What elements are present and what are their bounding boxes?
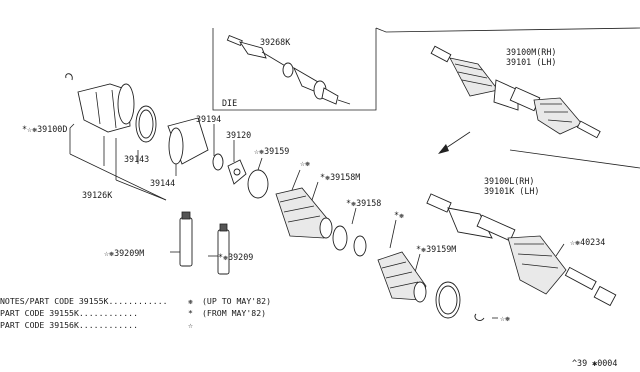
note-line-1: NOTES/PART CODE 39155K............ [0, 296, 168, 306]
direction-arrow-icon [438, 131, 471, 154]
label-39144: 39144 [150, 178, 175, 188]
inset-driveshaft-illustration [226, 34, 351, 105]
upper-driveshaft-assembly [430, 45, 601, 139]
corner-code: ^39 ✱0004 [572, 358, 617, 368]
band-39158m-illustration [332, 225, 348, 251]
label-39268k: 39268K [260, 37, 291, 47]
lower-driveshaft-assembly [426, 193, 617, 307]
label-39143: 39143 [124, 154, 149, 164]
label-39126k: 39126K [82, 190, 113, 200]
clip-illustration [474, 313, 485, 321]
boot-39155-illustration [275, 187, 333, 239]
grease-tube-39209-illustration [217, 223, 230, 275]
band-39159-illustration [247, 169, 269, 199]
boot-39157-illustration [377, 251, 427, 303]
label-39158m: *❋39158M [320, 172, 360, 182]
boot-band-39144-illustration [167, 117, 209, 165]
label-39158: *❋39158 [346, 198, 381, 208]
outer-joint-39100d-illustration [65, 73, 157, 143]
note-desc-1: (UP TO MAY'82) [202, 296, 271, 306]
label-39100d: *☆❋39100D [22, 124, 67, 134]
note-symbol-2: * [188, 308, 193, 318]
label-40234: ☆❋40234 [570, 237, 605, 247]
section-divider-line [375, 27, 640, 33]
band-39159m-illustration [435, 281, 461, 319]
label-39101: 39101 (LH) [506, 57, 556, 67]
label-39155: ☆❋ [300, 158, 310, 168]
label-39120: 39120 [226, 130, 251, 140]
label-39209m: ☆❋39209M [104, 248, 144, 258]
leader-lines-left [69, 123, 565, 319]
label-39157: *❋ [394, 210, 404, 220]
label-39159m: *❋39159M [416, 244, 456, 254]
note-symbol-3: ☆ [188, 320, 193, 330]
band-39158-illustration [353, 235, 367, 257]
inset-frame [212, 28, 377, 111]
label-39209: *❋39209 [218, 252, 253, 262]
note-line-3: PART CODE 39156K............ [0, 320, 138, 330]
note-desc-2: (FROM MAY'82) [202, 308, 266, 318]
label-die: DIE [222, 98, 237, 108]
grease-tube-39209m-illustration [179, 211, 193, 267]
label-39101k: 39101K (LH) [484, 186, 539, 196]
label-39100l: 39100L(RH) [484, 176, 534, 186]
notes-block: NOTES/PART CODE 39155K............ ❋ (UP… [0, 296, 271, 330]
spider-39120-illustration [227, 159, 247, 185]
note-symbol-1: ❋ [188, 296, 193, 306]
label-39159: ☆❋39159 [254, 146, 289, 156]
label-39100m: 39100M(RH) [506, 47, 556, 57]
label-clip: ☆❋ [500, 313, 510, 323]
section-divider-lower [509, 149, 640, 169]
note-line-2: PART CODE 39155K............ [0, 308, 138, 318]
label-39194: 39194 [196, 114, 221, 124]
snap-ring-39194-illustration [212, 153, 224, 171]
